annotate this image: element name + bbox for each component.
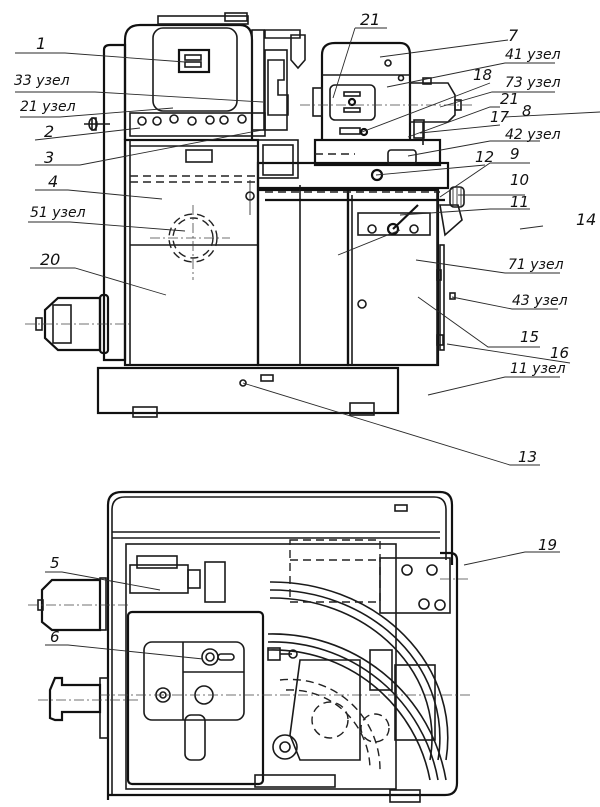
callout-21-right: 21: [500, 90, 520, 108]
callout-19: 19: [538, 536, 558, 554]
base-slot-center: [260, 374, 274, 382]
center-column: [256, 188, 350, 367]
callout-13: 13: [518, 448, 538, 466]
callout-33-uzel: 33 узел: [14, 73, 70, 89]
callout-17: 17: [490, 108, 510, 126]
callout-21-uzel: 21 узел: [20, 99, 76, 115]
base-slot-right: [349, 402, 375, 416]
carriage-42: [313, 138, 442, 167]
callout-71-uzel: 71 узел: [508, 257, 564, 273]
callout-10: 10: [510, 171, 530, 189]
top-view: [28, 490, 470, 803]
handwheel-10: [449, 186, 465, 208]
right-cabinet: [346, 188, 440, 367]
mechanism-33: [251, 29, 306, 179]
motor-20: [25, 293, 130, 355]
base-slot-left: [132, 406, 158, 418]
front-view: [25, 12, 475, 418]
workhead: [267, 647, 436, 761]
callout-18: 18: [473, 66, 493, 84]
callout-5: 5: [50, 554, 60, 572]
outer-frame-bottom: [108, 551, 459, 797]
screw-13: [239, 379, 247, 387]
wheel-guard-arcs: [267, 581, 449, 781]
callout-73-uzel: 73 узел: [505, 75, 561, 91]
leader-lines: [15, 27, 600, 660]
motor-6: [38, 676, 140, 739]
callout-41-uzel: 41 узел: [505, 47, 561, 63]
control-knobs: [137, 114, 247, 126]
grinding-head-41: [320, 41, 412, 140]
callout-7: 7: [508, 26, 519, 45]
callout-2: 2: [44, 122, 55, 141]
callout-4: 4: [48, 172, 59, 191]
callout-1: 1: [36, 34, 47, 53]
callout-12: 12: [475, 148, 495, 166]
callout-21-top: 21: [360, 10, 381, 29]
base-plinth: [96, 366, 400, 415]
left-side-panel: [102, 43, 127, 362]
spindle-73: [409, 82, 456, 123]
callout-20: 20: [40, 250, 61, 269]
callout-16: 16: [550, 344, 570, 362]
callout-51-uzel: 51 узел: [30, 205, 86, 221]
cabinet-door: [152, 27, 238, 112]
callout-14: 14: [576, 210, 597, 229]
outer-frame: [106, 490, 454, 800]
callout-43-uzel: 43 узел: [512, 293, 568, 309]
callout-11-uzel: 11 узел: [510, 361, 566, 377]
headstock-plate: [126, 610, 265, 786]
motor-5: [28, 555, 226, 632]
cabinet-main: [123, 138, 260, 367]
callout-8: 8: [522, 102, 532, 120]
callout-42-uzel: 42 узел: [505, 127, 561, 143]
callout-15: 15: [520, 328, 540, 346]
callout-9: 9: [510, 145, 520, 163]
nameplate-1: [177, 48, 211, 74]
callout-6: 6: [50, 628, 60, 646]
callout-3: 3: [44, 148, 55, 167]
callout-11: 11: [510, 193, 530, 211]
